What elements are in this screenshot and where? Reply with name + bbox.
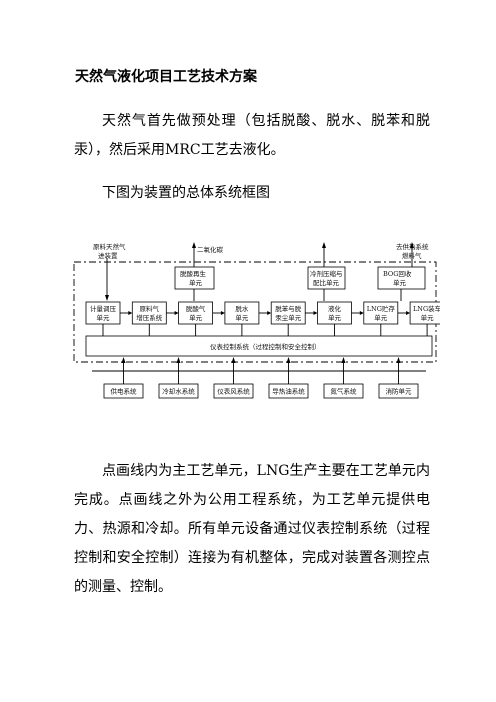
utility-box-3	[213, 383, 254, 399]
main-unit-label: 单元	[97, 313, 111, 322]
main-unit-label: 单元	[374, 313, 388, 322]
co2-label: 二氧化碳	[197, 245, 224, 254]
utility-box-4	[268, 383, 309, 399]
diagram-caption: 下图为装置的总体系统框图	[102, 185, 270, 201]
explanation-paragraph: 点画线内为主工艺单元，LNG生产主要在工艺单元内完成。点画线之外为公用工程系统，…	[74, 463, 430, 595]
svg-text:单元: 单元	[189, 278, 203, 287]
utility-label: 导热油系统	[272, 387, 305, 396]
intro-paragraph: 天然气首先做预处理（包括脱酸、脱水、脱苯和脱汞），然后采用MRC工艺去液化。	[74, 113, 430, 158]
main-unit-label: 单元	[421, 313, 435, 322]
utility-box-6	[378, 383, 419, 399]
main-unit-row: 计量调压单元原料气增压系统脱酸气单元脱水单元脱苯与脱汞尘单元液化单元LNG贮存单…	[85, 301, 440, 336]
regeneration-unit	[174, 266, 215, 290]
main-unit-label: LNG贮存	[367, 304, 396, 313]
utility-box-1	[103, 383, 144, 399]
svg-text:单元: 单元	[393, 278, 407, 287]
utility-label: 供电系统	[111, 387, 138, 396]
utility-label: 仪表风系统	[217, 387, 250, 396]
utility-box-2	[158, 383, 199, 399]
document-title: 天然气液化项目工艺技术方案	[75, 69, 257, 85]
instrument-control-bar	[85, 335, 433, 357]
main-unit-label: 液化	[328, 304, 342, 313]
utility-label: 消防单元	[386, 387, 413, 396]
main-unit-label: 单元	[235, 313, 249, 322]
main-unit-label: 汞尘单元	[275, 313, 302, 322]
main-unit-label: 脱酸气	[186, 304, 206, 313]
main-unit-label: 原料气	[140, 304, 160, 313]
svg-text:脱酸再生: 脱酸再生	[180, 269, 207, 278]
main-unit-label: 脱苯与脱	[275, 304, 302, 313]
main-unit-label: 计量调压	[90, 304, 117, 313]
bog-recovery-unit	[377, 266, 426, 290]
control-bar-label: 仪表控制系统（过程控制和安全控制）	[210, 342, 321, 351]
system-block-diagram: 原料天然气 进装置 二氧化碳 去供热系统 燃料气 脱酸再生 单元 冷剂压缩与 配…	[73, 242, 440, 399]
refrigerant-compression-unit	[307, 266, 346, 290]
main-unit-label: 增压系统	[136, 313, 163, 322]
utility-row: 供电系统 冷却水系统 仪表风系统 导热油系统 氮气系统 消防单元	[103, 357, 419, 399]
svg-text:BOG回收: BOG回收	[383, 269, 412, 278]
main-unit-label: 单元	[189, 313, 203, 322]
utility-label: 氮气系统	[331, 387, 358, 396]
utility-box-5	[323, 383, 364, 399]
feed-gas-label: 原料天然气	[93, 242, 126, 251]
svg-text:配比单元: 配比单元	[313, 278, 340, 287]
utility-label: 冷却水系统	[162, 387, 195, 396]
svg-text:冷剂压缩与: 冷剂压缩与	[310, 269, 343, 278]
main-unit-label: 单元	[328, 313, 342, 322]
main-unit-label: LNG装车	[413, 304, 440, 313]
main-unit-label: 脱水	[235, 304, 249, 313]
feed-gas-label-2: 进装置	[98, 251, 118, 260]
